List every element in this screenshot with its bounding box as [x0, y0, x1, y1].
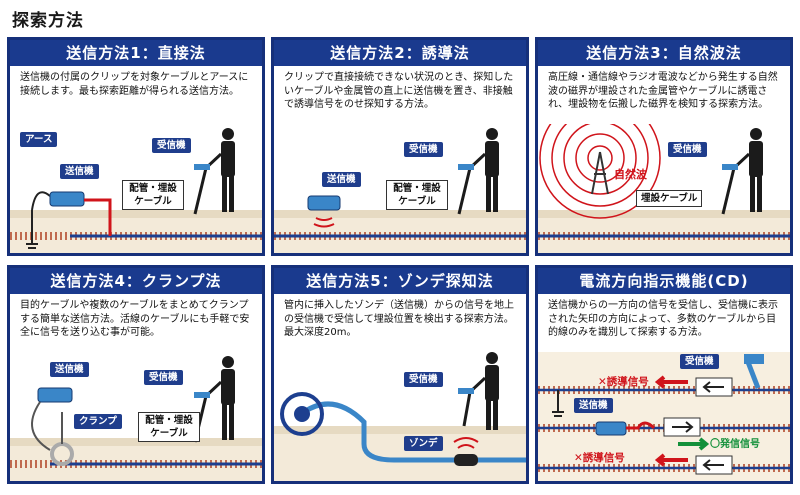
label-sent-signal: 〇発信信号	[710, 439, 760, 450]
illustration: 受信機 送信機 ✕誘導信号 〇発信信号 ✕誘導信号	[538, 352, 790, 481]
card-description: 管内に挿入したゾンデ（送信機）からの信号を地上の受信機で受信して埋設位置を検出す…	[284, 300, 514, 338]
card-current-direction: 電流方向指示機能(CD) 送信機からの一方向の信号を受信し、受信機に表示された矢…	[535, 265, 793, 484]
sonde-method-illustration	[274, 352, 526, 481]
induction-method-illustration	[274, 128, 526, 253]
label-induced-signal-top: ✕誘導信号	[598, 376, 649, 388]
label-receiver: 受信機	[144, 370, 183, 385]
illustration: 受信機 ゾンデ	[274, 352, 526, 481]
card-title: 送信方法3：自然波法	[538, 40, 790, 66]
natural-wave-illustration	[538, 124, 790, 253]
card-description: 高圧線・通信線やラジオ電波などから発生する自然波の磁界が埋設された金属管やケーブ…	[548, 72, 778, 110]
card-description: 送信機からの一方向の信号を受信し、受信機に表示された矢印の方向によって、多数のケ…	[548, 300, 778, 338]
label-receiver: 受信機	[404, 372, 443, 387]
label-natural-wave: 自然波	[614, 168, 647, 181]
illustration: アース 送信機 受信機 配管・埋設ケーブル	[10, 124, 262, 253]
label-receiver: 受信機	[152, 138, 191, 153]
card-title: 送信方法2：誘導法	[274, 40, 526, 66]
card-title: 電流方向指示機能(CD)	[538, 268, 790, 294]
card-title: 送信方法1：直接法	[10, 40, 262, 66]
label-receiver: 受信機	[680, 354, 719, 369]
card-description: 送信機の付属のクリップを対象ケーブルとアースに接続します。最も探索距離が得られる…	[20, 72, 249, 97]
label-pipe: 配管・埋設ケーブル	[386, 180, 448, 210]
card-title: 送信方法5：ゾンデ探知法	[274, 268, 526, 294]
page-title: 探索方法	[12, 11, 84, 31]
label-pipe: 配管・埋設ケーブル	[138, 412, 200, 442]
illustration: 送信機 クランプ 受信機 配管・埋設ケーブル	[10, 352, 262, 481]
label-earth: アース	[20, 132, 58, 147]
label-induced-signal-bottom: ✕誘導信号	[574, 452, 625, 464]
label-cable: 埋設ケーブル	[636, 190, 703, 207]
clamp-method-illustration	[10, 356, 262, 481]
card-induction-method: 送信方法2：誘導法 クリップで直接接続できない状況のとき、探知したいケーブルや金…	[271, 37, 529, 256]
card-description: 目的ケーブルや複数のケーブルをまとめてクランプする簡単な送信方法。活線のケーブル…	[20, 300, 250, 338]
label-sonde: ゾンデ	[404, 436, 443, 451]
label-transmitter: 送信機	[322, 172, 361, 187]
card-clamp-method: 送信方法4：クランプ法 目的ケーブルや複数のケーブルをまとめてクランプする簡単な…	[7, 265, 265, 484]
label-transmitter: 送信機	[50, 362, 89, 377]
label-clamp: クランプ	[74, 414, 122, 429]
illustration: 自然波 受信機 埋設ケーブル	[538, 124, 790, 253]
label-receiver: 受信機	[404, 142, 443, 157]
label-transmitter: 送信機	[60, 164, 99, 179]
card-title: 送信方法4：クランプ法	[10, 268, 262, 294]
card-sonde-method: 送信方法5：ゾンデ探知法 管内に挿入したゾンデ（送信機）からの信号を地上の受信機…	[271, 265, 529, 484]
current-direction-illustration	[538, 352, 790, 481]
label-pipe: 配管・埋設ケーブル	[122, 180, 184, 210]
illustration: 送信機 受信機 配管・埋設ケーブル	[274, 124, 526, 253]
direct-method-illustration	[10, 128, 262, 253]
card-natural-wave-method: 送信方法3：自然波法 高圧線・通信線やラジオ電波などから発生する自然波の磁界が埋…	[535, 37, 793, 256]
label-transmitter: 送信機	[574, 398, 613, 413]
card-description: クリップで直接接続できない状況のとき、探知したいケーブルや金属管の直上に送信機を…	[284, 72, 514, 110]
label-receiver: 受信機	[668, 142, 707, 157]
card-direct-method: 送信方法1：直接法 送信機の付属のクリップを対象ケーブルとアースに接続します。最…	[7, 37, 265, 256]
